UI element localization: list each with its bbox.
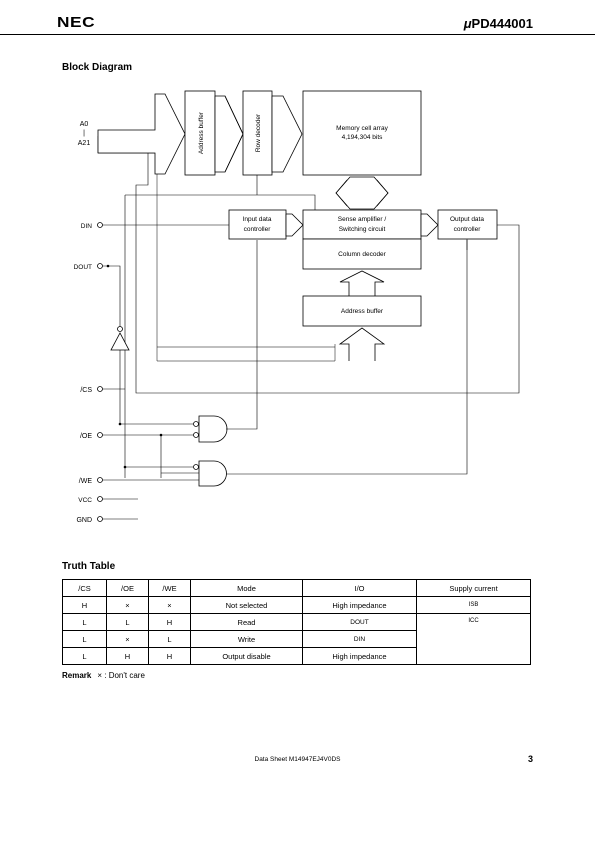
table-cell: Not selected <box>190 596 303 614</box>
pin-vcc-label: VCC <box>78 497 92 504</box>
pin-we-label: /WE <box>79 478 93 485</box>
output-data-controller-block <box>437 209 498 240</box>
oe-pin <box>97 432 103 438</box>
cs-pin <box>97 386 103 392</box>
sense-label-1: Sense amplifier / <box>338 216 387 223</box>
table-cell: L <box>148 630 191 648</box>
address-buffer-vertical-label: Address buffer <box>198 111 205 154</box>
arrow-input-to-sense <box>285 213 304 237</box>
part-number: μPD444001 <box>464 16 533 31</box>
memory-sense-arrow <box>335 176 389 210</box>
block-diagram: Address buffer Row decoder Memory cell a… <box>74 90 520 524</box>
arrow-sense-to-output <box>420 213 439 237</box>
pin-cs-label: /CS <box>80 387 92 394</box>
table-cell: H <box>106 647 149 665</box>
truth-table: /CS /OE /WE Mode I/O Supply current H × … <box>62 579 531 665</box>
pin-gnd-label: GND <box>76 517 92 524</box>
din-pin <box>97 222 103 228</box>
control-line-top <box>125 194 316 210</box>
column-decoder-label: Column decoder <box>338 251 387 258</box>
table-row: H × × Not selected High impedance ISB <box>62 596 531 614</box>
table-cell: Output disable <box>190 647 303 665</box>
part-number-text: PD444001 <box>471 16 533 31</box>
output-data-label-2: controller <box>454 226 482 233</box>
table-row: L L H Read DOUT ICC <box>62 613 531 665</box>
table-cell: High impedance <box>302 596 417 614</box>
input-data-label-1: Input data <box>243 216 272 223</box>
table-header: Supply current <box>416 579 531 597</box>
table-cell: L <box>62 613 107 631</box>
remark: Remark × : Don't care <box>62 671 145 680</box>
table-cell: ISB <box>416 596 531 614</box>
table-cell: L <box>62 647 107 665</box>
input-data-controller-block <box>228 209 287 240</box>
table-header: Mode <box>190 579 303 597</box>
table-cell: ICC <box>416 613 531 665</box>
table-header-row: /CS /OE /WE Mode I/O Supply current <box>62 579 531 597</box>
address-buffer-horizontal-label: Address buffer <box>341 308 384 315</box>
block-diagram-title: Block Diagram <box>62 62 133 73</box>
row-decoder-block <box>242 90 273 176</box>
pin-bar-label: | <box>83 130 85 137</box>
table-cell: DOUT <box>302 613 417 631</box>
row-decoder-label: Row decoder <box>255 113 262 152</box>
table-header: I/O <box>302 579 417 597</box>
table-cell: H <box>148 647 191 665</box>
table-cell: H <box>148 613 191 631</box>
part-prefix: μ <box>463 16 472 31</box>
address-input-arrow <box>97 93 186 175</box>
and-gate-1 <box>198 415 228 443</box>
column-decoder-block <box>302 238 422 270</box>
pin-din-label: DIN <box>81 223 93 230</box>
sense-label-2: Switching circuit <box>339 226 386 233</box>
table-header: /WE <box>148 579 191 597</box>
table-cell: × <box>106 630 149 648</box>
table-cell: × <box>106 596 149 614</box>
memory-cell-array-block <box>302 90 422 176</box>
arrow-to-column-decoder <box>339 270 385 296</box>
table-header: /OE <box>106 579 149 597</box>
table-cell: H <box>62 596 107 614</box>
output-data-label-1: Output data <box>450 216 484 223</box>
vcc-pin <box>97 496 103 502</box>
remark-label: Remark <box>62 671 92 680</box>
header-rule <box>0 34 595 35</box>
pin-dout-label: DOUT <box>74 264 92 271</box>
dout-pin <box>97 263 103 269</box>
table-cell: Write <box>190 630 303 648</box>
arrow-to-address-buffer <box>338 327 386 361</box>
input-data-label-2: controller <box>244 226 272 233</box>
table-cell: L <box>106 613 149 631</box>
table-cell: × <box>148 596 191 614</box>
cs-line <box>135 224 520 394</box>
table-cell: High impedance <box>302 647 417 665</box>
table-header: /CS <box>62 579 107 597</box>
footer-doc-number: Data Sheet M14947EJ4V0DS <box>254 756 341 763</box>
page-number: 3 <box>527 754 533 764</box>
nec-logo: NEC <box>57 14 96 31</box>
table-row: L H H Output disable High impedance <box>62 647 531 665</box>
we-pin <box>97 477 103 483</box>
address-buffer-vertical <box>184 90 216 176</box>
table-cell: DIN <box>302 630 417 648</box>
gnd-pin <box>97 516 103 522</box>
table-cell: L <box>62 630 107 648</box>
and-gate-2 <box>198 460 227 487</box>
output-buffer <box>110 332 130 351</box>
pin-a21-label: A21 <box>78 140 91 147</box>
arrow-to-row-decoder <box>214 95 244 173</box>
address-buffer-horizontal <box>302 295 422 327</box>
arrow-to-memory <box>271 95 303 173</box>
sense-amplifier-block <box>302 209 422 240</box>
table-cell: Read <box>190 613 303 631</box>
remark-text: × : Don't care <box>97 671 145 680</box>
pin-oe-label: /OE <box>80 433 92 440</box>
truth-table-title: Truth Table <box>62 561 116 572</box>
memory-label-2: 4,194,304 bits <box>342 134 384 141</box>
pin-a0-label: A0 <box>80 121 89 128</box>
memory-label-1: Memory cell array <box>336 125 388 132</box>
